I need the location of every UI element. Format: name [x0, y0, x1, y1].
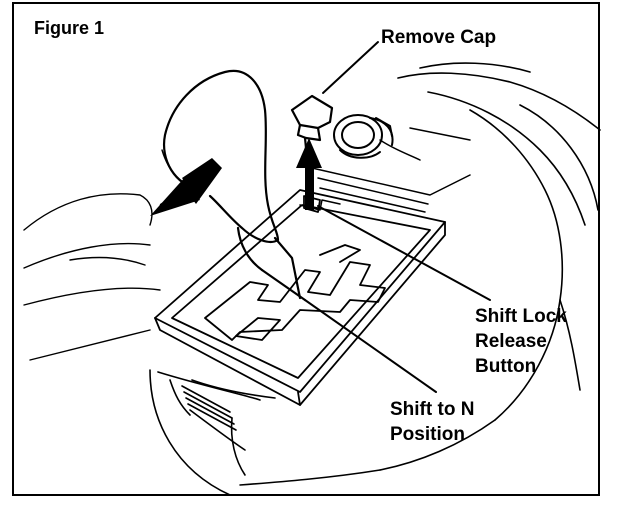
leader-lines: [304, 41, 491, 393]
console-left-contours: [23, 193, 161, 361]
arrow-down-left-icon: [150, 158, 222, 216]
console-front: [149, 369, 276, 496]
leader-shift-n: [304, 299, 437, 393]
shift-lock-cap: [290, 94, 334, 150]
callout-shift-lock-release-button: Shift Lock Release Button: [475, 304, 567, 379]
arrow-up-icon: [296, 138, 322, 210]
callout-shift-n-line1: Shift to N: [390, 399, 475, 420]
console-knob: [333, 114, 394, 159]
callout-shift-to-n-position: Shift to N Position: [390, 397, 474, 447]
callout-remove-cap: Remove Cap: [381, 27, 497, 48]
console-right-body: [239, 62, 601, 486]
callout-shift-lock-line2: Release: [475, 331, 547, 352]
callout-shift-n-line2: Position: [390, 424, 465, 445]
shifter-knob: [161, 69, 307, 302]
figure-title: Figure 1: [34, 18, 105, 38]
leader-shift-lock: [317, 205, 491, 301]
leader-remove-cap: [322, 41, 379, 94]
shift-gate-plate: [154, 189, 446, 406]
callout-shift-lock-line1: Shift Lock: [475, 306, 567, 327]
console-ridges: [299, 127, 471, 213]
callout-shift-lock-line3: Button: [475, 356, 537, 377]
